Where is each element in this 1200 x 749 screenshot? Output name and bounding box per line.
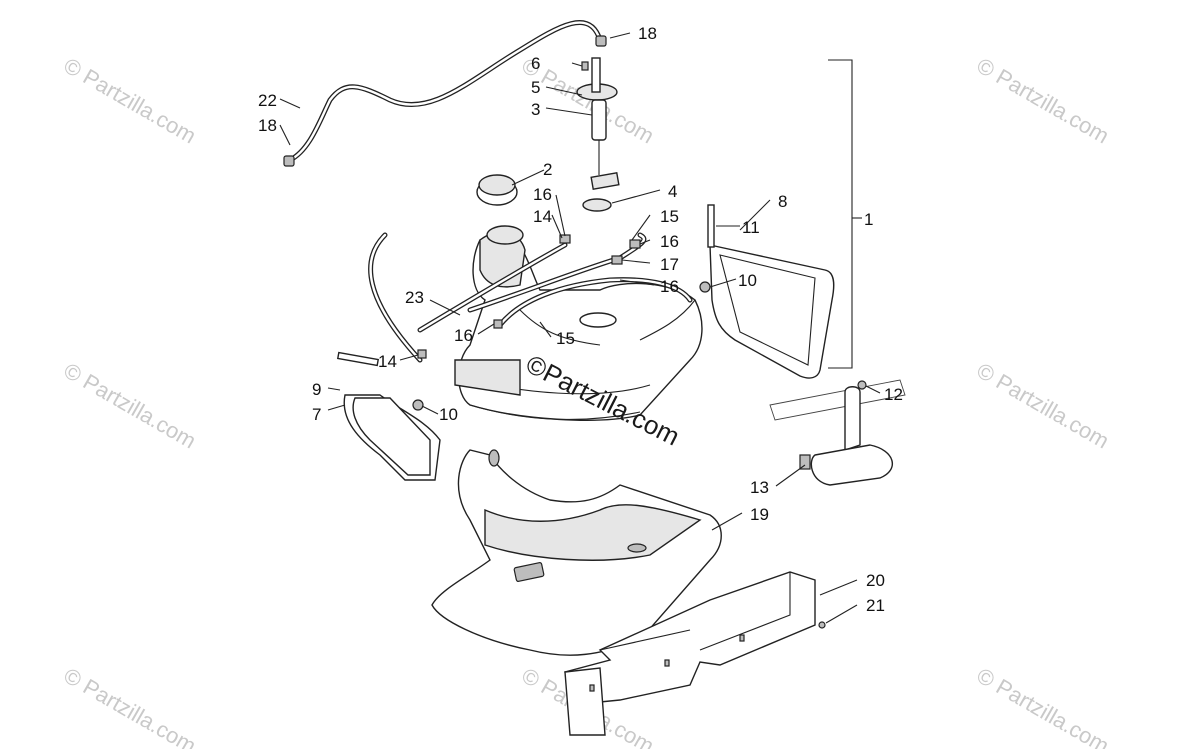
watermark: © Partzilla.com: [973, 663, 1114, 749]
callout-16-right: 16: [660, 232, 679, 251]
rear-panel: [564, 571, 826, 736]
callout-4: 4: [668, 182, 677, 201]
vent-hose: [283, 20, 607, 167]
watermark: © Partzilla.com: [973, 53, 1114, 149]
fuel-tank: [454, 225, 703, 421]
callout-18-top: 18: [638, 24, 657, 43]
callout-3: 3: [531, 100, 540, 119]
callout-15-center: 15: [556, 329, 575, 348]
fuel-cap: [476, 174, 518, 206]
frame-bracket: [769, 379, 906, 486]
callout-2: 2: [543, 160, 552, 179]
callout-22: 22: [258, 91, 277, 110]
callout-12: 12: [884, 385, 903, 404]
callout-14-bottom: 14: [378, 352, 397, 371]
skid-plate: [431, 449, 722, 656]
callout-1: 1: [864, 210, 873, 229]
watermark: © Partzilla.com: [973, 358, 1114, 454]
callout-20: 20: [866, 571, 885, 590]
callout-23: 23: [405, 288, 424, 307]
callout-13: 13: [750, 478, 769, 497]
callout-17: 17: [660, 255, 679, 274]
callout-15-right: 15: [660, 207, 679, 226]
callout-9: 9: [312, 380, 321, 399]
callout-19: 19: [750, 505, 769, 524]
callout-8: 8: [778, 192, 787, 211]
callout-14-top: 14: [533, 207, 552, 226]
watermark: © Partzilla.com: [60, 53, 201, 149]
watermark: © Partzilla.com: [60, 663, 201, 749]
callout-16-top: 16: [533, 185, 552, 204]
callout-10-right: 10: [738, 271, 757, 290]
watermark: © Partzilla.com: [60, 358, 201, 454]
callout-5: 5: [531, 78, 540, 97]
callout-7: 7: [312, 405, 321, 424]
callout-21: 21: [866, 596, 885, 615]
callout-18-left: 18: [258, 116, 277, 135]
left-strap: [336, 351, 441, 481]
callout-6: 6: [531, 54, 540, 73]
callout-1-bracket: [828, 59, 853, 369]
callout-16-lower: 16: [660, 277, 679, 296]
callout-labels: 1 2 3 4 5 6 7 8 9 10 10 11 12 13 14 14 1…: [258, 24, 903, 615]
tank-hoses: [368, 232, 693, 363]
callout-10-left: 10: [439, 405, 458, 424]
right-strap: [699, 204, 835, 379]
leader-lines: [279, 32, 881, 624]
callout-11: 11: [742, 218, 760, 237]
fuel-pump-assembly: [576, 57, 620, 212]
callout-16-left: 16: [454, 326, 473, 345]
